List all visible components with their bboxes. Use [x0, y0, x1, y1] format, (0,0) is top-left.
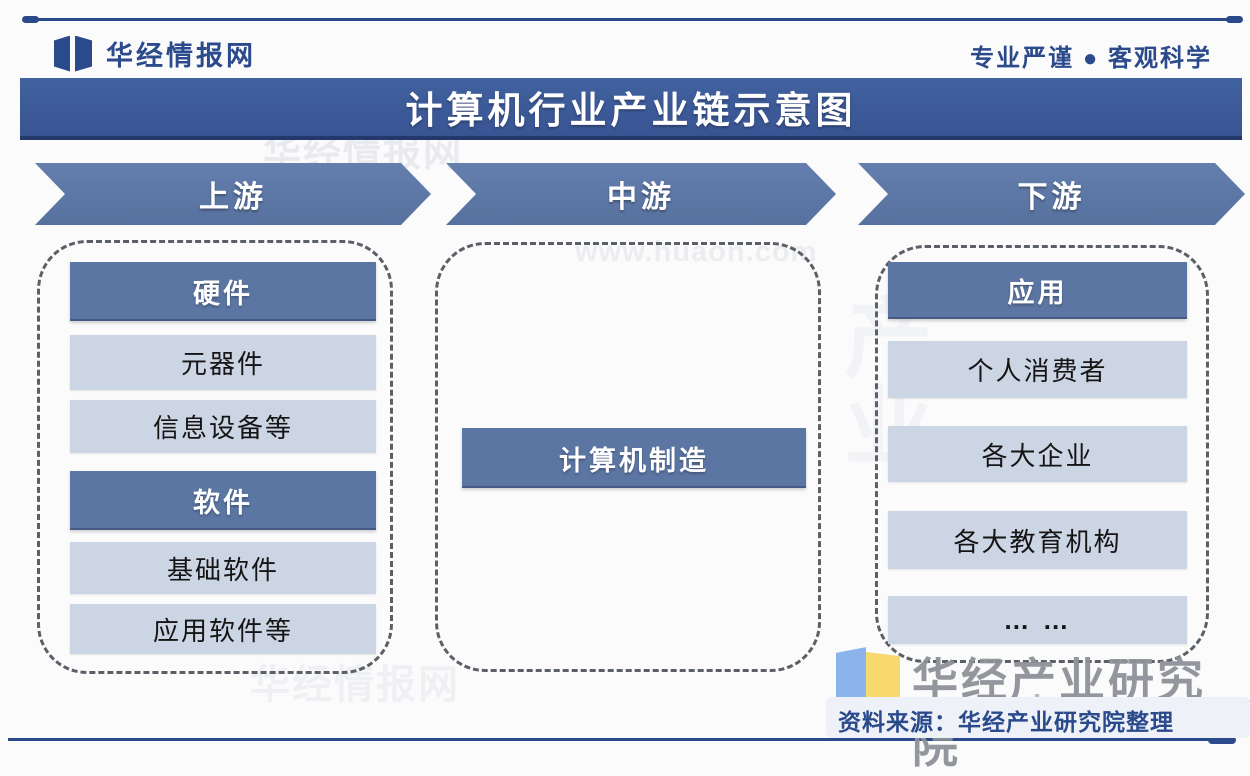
data-source: 资料来源：华经产业研究院整理: [838, 709, 1174, 735]
box-label: 信息设备等: [152, 413, 293, 443]
stage-arrow-downstream: 下游: [858, 163, 1245, 225]
title-banner: 计算机行业产业链示意图: [20, 78, 1242, 140]
midstream-box-computer-manufacturing: 计算机制造: [462, 428, 806, 488]
box-label: 计算机制造: [559, 445, 709, 476]
upstream-container: [37, 240, 393, 674]
source-band: [826, 697, 1250, 738]
downstream-box-consumers: 个人消费者: [888, 341, 1187, 398]
box-label: 硬件: [193, 279, 253, 309]
box-label: 应用: [1007, 278, 1068, 308]
stage-arrow-upstream: 上游: [35, 163, 431, 225]
top-rule: [30, 18, 1242, 21]
downstream-container: [875, 245, 1209, 663]
upstream-box-basic-software: 基础软件: [70, 542, 376, 594]
page-title: 计算机行业产业链示意图: [405, 90, 857, 131]
box-label: … …: [1003, 604, 1072, 635]
downstream-box-education: 各大教育机构: [888, 511, 1187, 569]
bottom-rule: [8, 738, 1234, 741]
upstream-box-info-equipment: 信息设备等: [70, 400, 376, 453]
brand-slogan: 专业严谨 ● 客观科学: [970, 45, 1212, 72]
bottom-rule-right-cap: [1208, 736, 1236, 744]
downstream-box-more: … …: [888, 596, 1187, 644]
box-label: 应用软件等: [152, 615, 293, 646]
upstream-box-hardware: 硬件: [70, 262, 376, 321]
stage-label-upstream: 上游: [199, 181, 267, 214]
upstream-box-application-software: 应用软件等: [70, 604, 376, 654]
downstream-box-enterprises: 各大企业: [888, 426, 1187, 482]
brand-block: 华经情报网: [52, 34, 256, 73]
box-label: 元器件: [180, 349, 265, 379]
upstream-box-software: 软件: [70, 471, 376, 530]
box-label: 基础软件: [166, 554, 279, 585]
downstream-box-application: 应用: [888, 262, 1187, 319]
box-label: 各大教育机构: [953, 526, 1122, 557]
stage-label-downstream: 下游: [1017, 181, 1086, 214]
stage-arrow-midstream: 中游: [446, 163, 836, 225]
upstream-box-components: 元器件: [70, 335, 376, 390]
midstream-container: [435, 242, 821, 672]
stage-label-midstream: 中游: [607, 181, 675, 214]
top-rule-right-cap: [1226, 16, 1243, 23]
open-book-logo-icon: [52, 35, 94, 72]
brand-name: 华经情报网: [106, 41, 256, 71]
box-label: 各大企业: [981, 440, 1094, 471]
box-label: 软件: [193, 488, 253, 518]
box-label: 个人消费者: [967, 356, 1108, 386]
